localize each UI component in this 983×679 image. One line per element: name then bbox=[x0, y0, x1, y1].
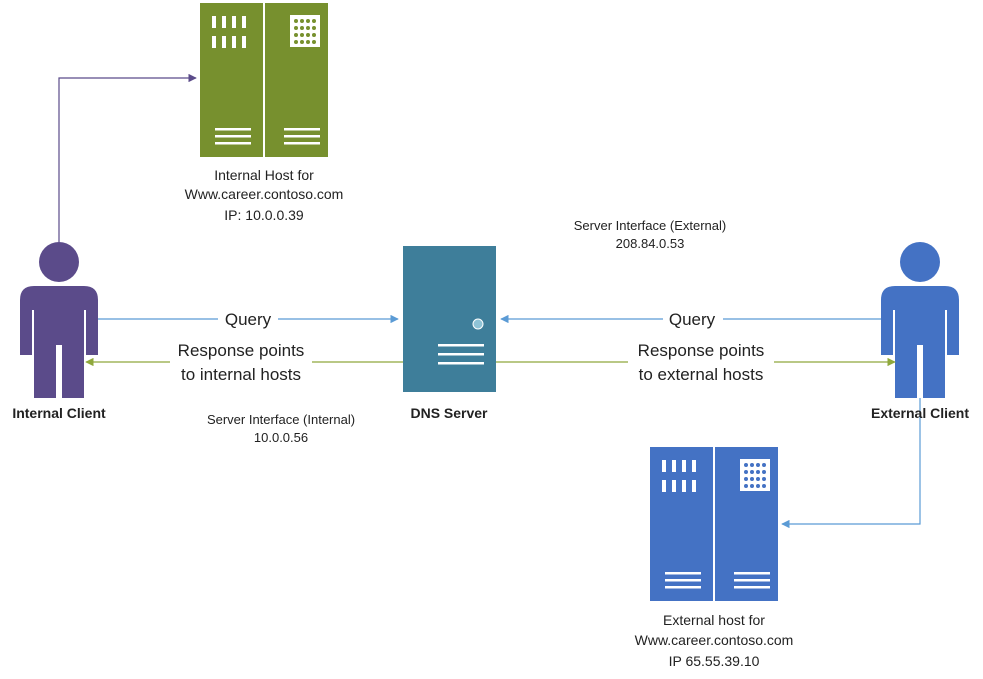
right-response-label-line1: Response points bbox=[638, 341, 765, 360]
interface-external-line2: 208.84.0.53 bbox=[616, 236, 685, 251]
internal-host-label-line2: Www.career.contoso.com bbox=[185, 186, 344, 202]
external-client-to-host-connector bbox=[781, 398, 921, 529]
interface-external-line1: Server Interface (External) bbox=[574, 218, 726, 233]
right-response-label-line2: to external hosts bbox=[639, 365, 764, 384]
internal-host-label-line3: IP: 10.0.0.39 bbox=[224, 207, 304, 223]
external-host-label-line3: IP 65.55.39.10 bbox=[669, 653, 760, 669]
external-client-label: External Client bbox=[871, 405, 969, 421]
left-response-label-line2: to internal hosts bbox=[181, 365, 301, 384]
internal-client-to-host-connector bbox=[58, 73, 197, 242]
dns-server-icon bbox=[403, 246, 496, 392]
internal-client-person-icon bbox=[20, 242, 98, 398]
left-response-label-line1: Response points bbox=[178, 341, 305, 360]
dns-server-label: DNS Server bbox=[410, 405, 488, 421]
external-host-server bbox=[650, 447, 778, 601]
internal-host-label-line1: Internal Host for bbox=[214, 167, 314, 183]
external-host-label-line2: Www.career.contoso.com bbox=[635, 632, 794, 648]
interface-internal-line1: Server Interface (Internal) bbox=[207, 412, 355, 427]
external-host-label-line1: External host for bbox=[663, 612, 765, 628]
internal-client-label: Internal Client bbox=[12, 405, 106, 421]
right-query-label: Query bbox=[669, 310, 716, 329]
left-query-label: Query bbox=[225, 310, 272, 329]
internal-host-server bbox=[200, 3, 328, 157]
external-client-person-icon bbox=[881, 242, 959, 398]
interface-internal-line2: 10.0.0.56 bbox=[254, 430, 308, 445]
